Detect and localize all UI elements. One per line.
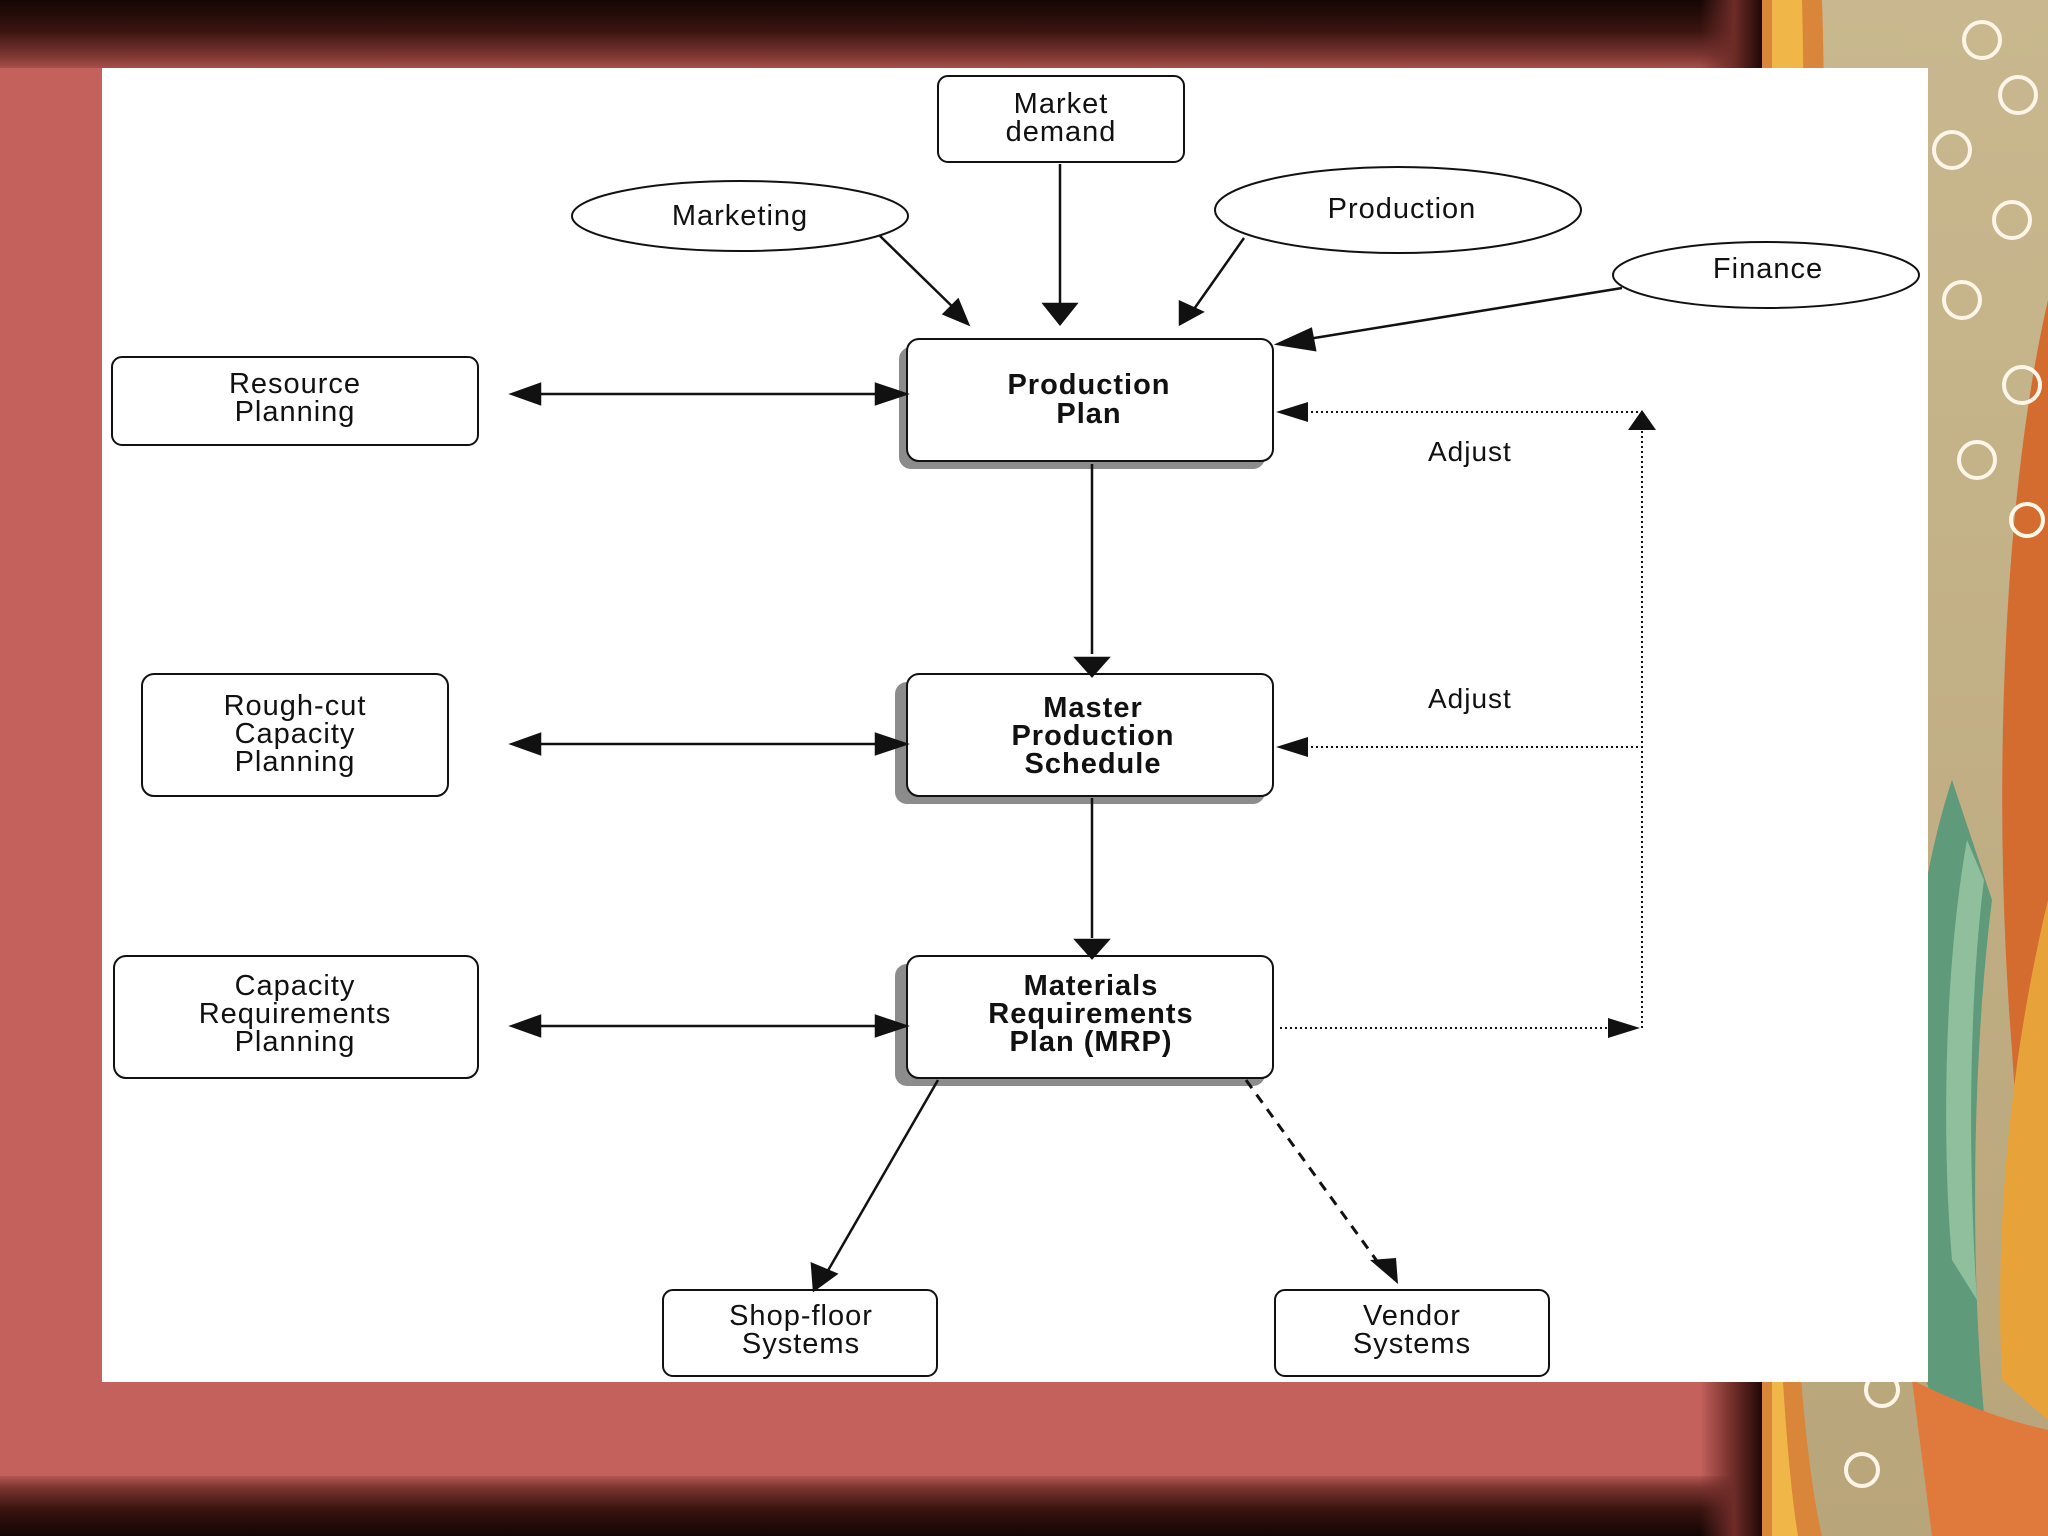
arrow-mrp-to-shop-floor bbox=[824, 1079, 940, 1275]
resource-planning-line-2: Planning bbox=[235, 396, 356, 428]
arrowhead-resource-right bbox=[874, 382, 910, 406]
arrowhead-market-demand bbox=[1041, 302, 1079, 327]
rough-cut-line-1: Rough-cut bbox=[224, 690, 367, 722]
arrowhead-vendor bbox=[1370, 1258, 1398, 1284]
mrp-line-1: Materials bbox=[1024, 970, 1159, 1002]
shop-floor-line-1: Shop-floor bbox=[729, 1300, 873, 1332]
production-label: Production bbox=[1328, 193, 1477, 225]
arrowhead-mps-to-mrp bbox=[1073, 938, 1111, 960]
arrowhead-feedback-mps bbox=[1276, 737, 1308, 757]
resource-planning-line-1: Resource bbox=[229, 368, 361, 400]
production-ellipse: Production bbox=[1214, 166, 1582, 254]
crp-line-2: Requirements bbox=[199, 998, 392, 1030]
marketing-label: Marketing bbox=[672, 200, 808, 232]
vendor-line-1: Vendor bbox=[1363, 1300, 1461, 1332]
slide-frame-bottom bbox=[0, 1476, 1762, 1536]
mps-line-1: Master bbox=[1043, 692, 1143, 724]
rough-cut-capacity-planning-box: Rough-cut Capacity Planning bbox=[141, 673, 449, 797]
arrowhead-finance bbox=[1273, 327, 1317, 352]
arrowhead-rough-cut-left bbox=[508, 732, 542, 756]
marketing-ellipse: Marketing bbox=[571, 180, 909, 252]
crp-line-1: Capacity bbox=[235, 970, 356, 1002]
production-plan-line-1: Production bbox=[1007, 369, 1170, 401]
vendor-systems-box: Vendor Systems bbox=[1274, 1289, 1550, 1377]
rough-cut-line-3: Planning bbox=[235, 746, 356, 778]
arrowhead-crp-left bbox=[508, 1014, 542, 1038]
mrp-flow-diagram: Market demand Marketing Production Finan… bbox=[111, 75, 1920, 1377]
crp-line-3: Planning bbox=[235, 1026, 356, 1058]
arrowhead-feedback-up bbox=[1628, 410, 1656, 430]
shop-floor-systems-box: Shop-floor Systems bbox=[662, 1289, 938, 1377]
arrowhead-feedback-right bbox=[1608, 1018, 1640, 1038]
arrowhead-shop-floor bbox=[810, 1262, 839, 1293]
arrowhead-feedback-plan bbox=[1276, 402, 1308, 422]
arrow-finance-to-plan bbox=[1301, 286, 1623, 342]
finance-ellipse: Finance bbox=[1612, 241, 1920, 309]
slide-canvas: Market demand Marketing Production Finan… bbox=[102, 68, 1928, 1382]
arrow-marketing-to-plan bbox=[879, 235, 963, 317]
production-plan-line-2: Plan bbox=[1056, 398, 1121, 430]
mps-line-2: Production bbox=[1011, 720, 1174, 752]
production-plan-box: Production Plan bbox=[899, 338, 1274, 469]
resource-planning-box: Resource Planning bbox=[111, 356, 479, 446]
vendor-line-2: Systems bbox=[1353, 1328, 1471, 1360]
shop-floor-line-2: Systems bbox=[742, 1328, 860, 1360]
slide-frame-top bbox=[0, 0, 1762, 68]
capacity-requirements-planning-box: Capacity Requirements Planning bbox=[113, 955, 479, 1079]
mrp-line-2: Requirements bbox=[988, 998, 1193, 1030]
adjust-label-middle: Adjust bbox=[1428, 683, 1512, 714]
mrp-line-3: Plan (MRP) bbox=[1009, 1026, 1172, 1058]
arrowhead-plan-to-mps bbox=[1073, 656, 1111, 678]
arrowhead-marketing bbox=[941, 297, 971, 327]
arrowhead-production bbox=[1178, 300, 1205, 327]
adjust-label-top: Adjust bbox=[1428, 436, 1512, 467]
finance-label: Finance bbox=[1713, 253, 1823, 285]
arrowhead-resource-left bbox=[508, 382, 542, 406]
rough-cut-line-2: Capacity bbox=[235, 718, 356, 750]
arrow-mrp-to-vendor bbox=[1244, 1079, 1384, 1269]
market-demand-line-2: demand bbox=[1006, 116, 1117, 148]
mps-line-3: Schedule bbox=[1025, 748, 1162, 780]
arrowhead-rough-cut-right bbox=[874, 732, 910, 756]
arrowhead-crp-right bbox=[874, 1014, 910, 1038]
market-demand-box: Market demand bbox=[937, 75, 1185, 163]
master-production-schedule-box: Master Production Schedule bbox=[895, 673, 1274, 804]
arrow-production-to-plan bbox=[1185, 237, 1246, 320]
mrp-box: Materials Requirements Plan (MRP) bbox=[895, 955, 1274, 1086]
market-demand-line-1: Market bbox=[1014, 88, 1109, 120]
